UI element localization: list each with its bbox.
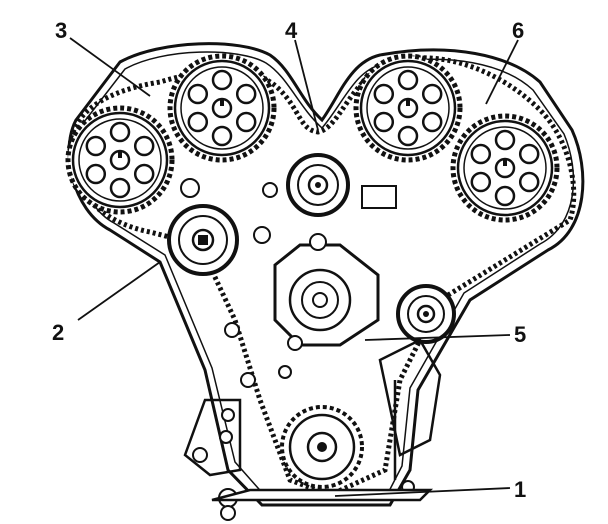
left-tensioner-pulley xyxy=(167,204,239,276)
leader-line-3 xyxy=(69,37,151,97)
right-tensioner-pulley xyxy=(396,284,456,344)
callout-1: 1 xyxy=(514,477,526,502)
cover-outline xyxy=(67,42,585,507)
callout-4: 4 xyxy=(285,18,298,43)
cam-sprocket-right-front xyxy=(453,116,557,220)
leader-lines xyxy=(69,37,519,497)
leader-line-1 xyxy=(334,487,511,497)
crankshaft-sprocket xyxy=(280,405,364,489)
water-pump xyxy=(273,233,380,351)
cam-sprocket-left-front xyxy=(68,108,172,212)
callout-3: 3 xyxy=(55,18,67,43)
callout-5: 5 xyxy=(514,322,526,347)
upper-idler-pulley xyxy=(286,153,350,217)
leader-line-2 xyxy=(77,261,161,321)
leader-line-6 xyxy=(485,39,519,105)
leader-line-4 xyxy=(294,39,319,131)
cam-sprocket-right-rear xyxy=(356,56,460,160)
cam-sensor-plate xyxy=(361,185,397,209)
leader-line-5 xyxy=(364,334,511,341)
cam-sprocket-left-rear xyxy=(170,56,274,160)
callout-6: 6 xyxy=(512,18,524,43)
lower-bracket xyxy=(183,338,442,502)
housing-bolts xyxy=(180,178,415,521)
callout-2: 2 xyxy=(52,320,64,345)
